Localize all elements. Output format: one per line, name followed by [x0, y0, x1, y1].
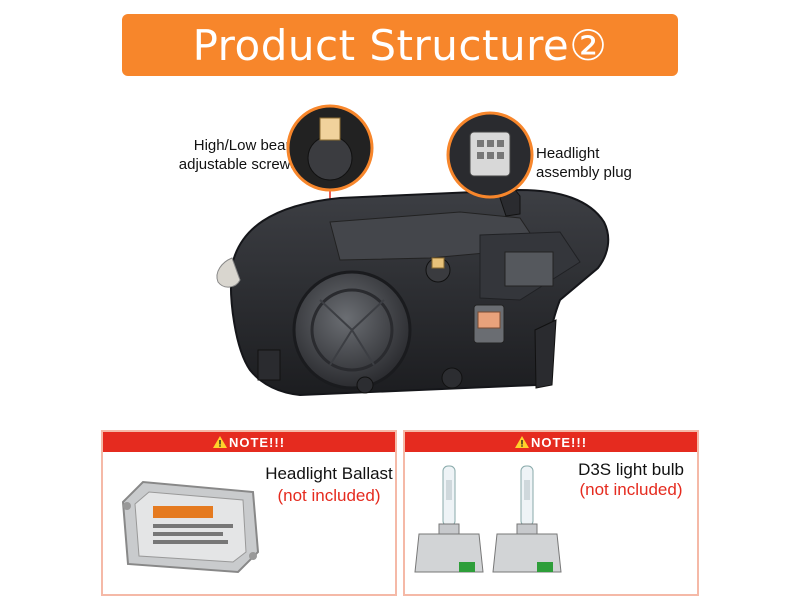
callout-plug-line2: assembly plug [536, 164, 632, 181]
callout-screws-line2: adjustable screws [178, 156, 298, 173]
lens-edge [216, 257, 241, 288]
note-status-ballast: (not included) [277, 486, 381, 505]
mount-tab-left [257, 349, 281, 381]
zoom-plug-pins [477, 140, 504, 159]
note-status-bulb: (not included) [579, 480, 683, 499]
label-plate [504, 251, 554, 287]
bulb-icon [414, 465, 562, 573]
callout-label-plug: Headlight assembly plug [536, 144, 632, 182]
callout-label-screws: High/Low beam adjustable screws [178, 136, 298, 174]
note-panel-ballast: NOTE!!! Headlight Ballast (not included) [101, 430, 397, 596]
warning-icon [514, 435, 529, 449]
note-header-bulb: NOTE!!! [530, 434, 588, 450]
callout-plug-line1: Headlight [536, 145, 600, 162]
dust-cap-ribs [319, 299, 385, 366]
dust-cap-ring [310, 288, 394, 372]
bolt-1 [441, 367, 463, 389]
zoom-screw-body [307, 135, 353, 181]
note-bar-ballast: NOTE!!! [103, 432, 395, 452]
bolt-2 [356, 376, 374, 394]
mount-tab-right [534, 319, 557, 389]
note-header-ballast: NOTE!!! [228, 434, 286, 450]
note-item-ballast: Headlight Ballast [265, 464, 393, 483]
note-item-bulb: D3S light bulb [578, 460, 684, 479]
assembly-plug-pins [477, 311, 501, 329]
title-banner: Product Structure② [122, 14, 678, 76]
note-bar-bulb: NOTE!!! [405, 432, 697, 452]
ballast-module-icon [121, 480, 260, 574]
note-panel-bulb: NOTE!!! D3S light bulb (not included) [403, 430, 699, 596]
headlight-illustration [216, 104, 610, 397]
zoom-screw-head [319, 117, 341, 141]
adjuster-screw-head [431, 257, 445, 269]
callout-screws-line1: High/Low beam [193, 137, 298, 154]
warning-icon [212, 435, 227, 449]
page-title: Product Structure② [192, 20, 608, 70]
